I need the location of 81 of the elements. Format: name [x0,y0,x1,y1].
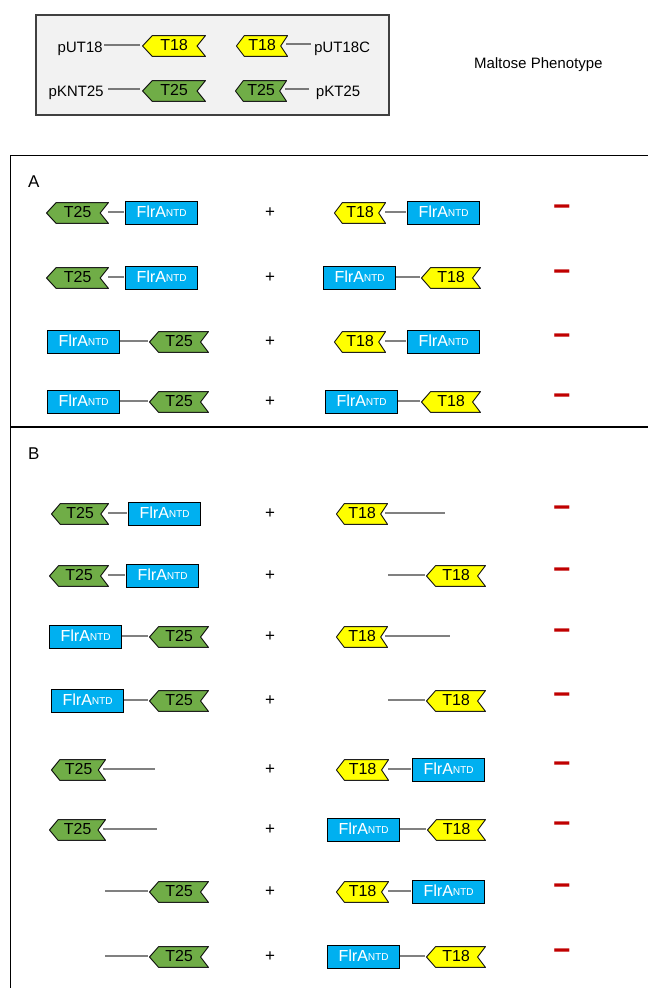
legend-box [35,14,390,116]
chevron-tag: T18 [334,331,386,353]
phenotype-sign: − [553,379,571,413]
connector-line [396,400,420,402]
chevron-tag: T18 [336,626,388,648]
chevron-tag: T25 [51,503,109,525]
connector-line [108,88,140,90]
connector-line [388,890,412,892]
plus-sign: + [265,759,275,779]
plasmid-name: pKNT25 [42,80,110,102]
plus-sign: + [265,331,275,351]
chevron-tag: T25 [149,881,209,903]
plus-sign: + [265,565,275,585]
plasmid-name: pUT18C [313,36,371,58]
connector-line [108,574,126,576]
connector-line [394,276,420,278]
chevron-tag: T25 [149,626,209,648]
plasmid-name: pKT25 [311,80,365,102]
phenotype-sign: − [553,869,571,903]
chevron-tag: T25 [51,759,106,781]
panel-frame [10,427,648,988]
connector-line [118,400,148,402]
chevron-tag: T25 [46,267,109,289]
connector-line [102,768,156,770]
chevron-tag: T25 [149,331,209,353]
chevron-tag: T18 [336,503,388,525]
plus-sign: + [265,690,275,710]
chevron-tag: T25 [142,80,206,102]
chevron-tag: T18 [426,946,486,968]
chevron-tag: T25 [149,690,209,712]
chevron-tag: T18 [334,202,386,224]
phenotype-sign: − [553,319,571,353]
plus-sign: + [265,881,275,901]
plus-sign: + [265,946,275,966]
connector-line [104,44,140,46]
connector-line [388,574,426,576]
chevron-tag: T18 [421,267,481,289]
phenotype-sign: − [553,747,571,781]
plus-sign: + [265,202,275,222]
connector-line [398,828,426,830]
plasmid-name: pUT18 [54,36,106,58]
chevron-tag: T25 [49,819,106,841]
plus-sign: + [265,503,275,523]
connector-line [284,88,310,90]
chevron-tag: T18 [426,690,486,712]
phenotype-sign: − [553,491,571,525]
phenotype-sign: − [553,807,571,841]
chevron-tag: T18 [142,35,206,57]
plus-sign: + [265,819,275,839]
connector-line [104,890,148,892]
chevron-tag: T18 [427,819,486,841]
panel-frame [10,155,648,427]
column-heading: Maltose Phenotype [474,55,602,72]
chevron-tag: T25 [46,202,109,224]
chevron-tag: T18 [336,759,389,781]
chevron-tag: T25 [149,391,209,413]
connector-line [108,276,124,278]
phenotype-sign: − [553,553,571,587]
phenotype-sign: − [553,614,571,648]
phenotype-sign: − [553,934,571,968]
chevron-tag: T18 [426,565,486,587]
panel-letter: B [28,444,40,464]
chevron-tag: T25 [235,80,287,102]
connector-line [384,512,446,514]
connector-line [118,340,148,342]
chevron-tag: T18 [236,35,288,57]
connector-line [102,828,158,830]
plus-sign: + [265,391,275,411]
phenotype-sign: − [553,678,571,712]
connector-line [388,768,412,770]
chevron-tag: T18 [421,391,481,413]
chevron-tag: T25 [49,565,109,587]
plus-sign: + [265,267,275,287]
plus-sign: + [265,626,275,646]
connector-line [108,512,128,514]
phenotype-sign: − [553,190,571,224]
chevron-tag: T18 [336,881,389,903]
panel-letter: A [28,172,40,192]
connector-line [384,340,406,342]
phenotype-sign: − [553,255,571,289]
chevron-tag: T25 [149,946,209,968]
